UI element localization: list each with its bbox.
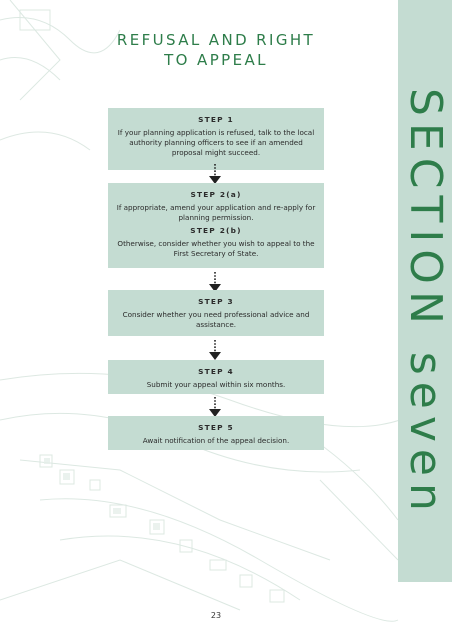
step-4-text: Submit your appeal within six months.: [146, 380, 286, 389]
dotted-arrow-down-icon: [209, 164, 221, 184]
step-5-box: STEP 5 Await notification of the appeal …: [108, 416, 324, 450]
step-1-text: If your planning application is refused,…: [117, 128, 315, 157]
page-number: 23: [210, 611, 222, 620]
page-title: REFUSAL AND RIGHT TO APPEAL: [80, 30, 352, 70]
dotted-arrow-down-icon: [209, 272, 221, 292]
step-2a-label: STEP 2(a): [190, 190, 242, 199]
step-4-label: STEP 4: [198, 367, 234, 376]
page-title-line-1: REFUSAL AND RIGHT: [116, 31, 316, 49]
dotted-arrow-down-icon: [209, 340, 221, 360]
step-3-text: Consider whether you need professional a…: [122, 310, 310, 329]
step-2b-text: Otherwise, consider whether you wish to …: [117, 239, 315, 258]
step-3-label: STEP 3: [198, 297, 234, 306]
step-2a-text: If appropriate, amend your application a…: [116, 203, 316, 222]
step-5-label: STEP 5: [198, 423, 234, 432]
step-2-box: STEP 2(a) If appropriate, amend your app…: [108, 183, 324, 268]
dotted-arrow-down-icon: [209, 397, 221, 417]
section-label: SECTION seven: [400, 88, 451, 518]
step-5-text: Await notification of the appeal decisio…: [142, 436, 290, 445]
step-3-box: STEP 3 Consider whether you need profess…: [108, 290, 324, 336]
step-1-box: STEP 1 If your planning application is r…: [108, 108, 324, 170]
step-1-label: STEP 1: [198, 115, 234, 124]
page-title-line-2: TO APPEAL: [164, 51, 268, 69]
step-4-box: STEP 4 Submit your appeal within six mon…: [108, 360, 324, 394]
step-2b-label: STEP 2(b): [190, 226, 242, 235]
section-side-band: [398, 0, 452, 582]
